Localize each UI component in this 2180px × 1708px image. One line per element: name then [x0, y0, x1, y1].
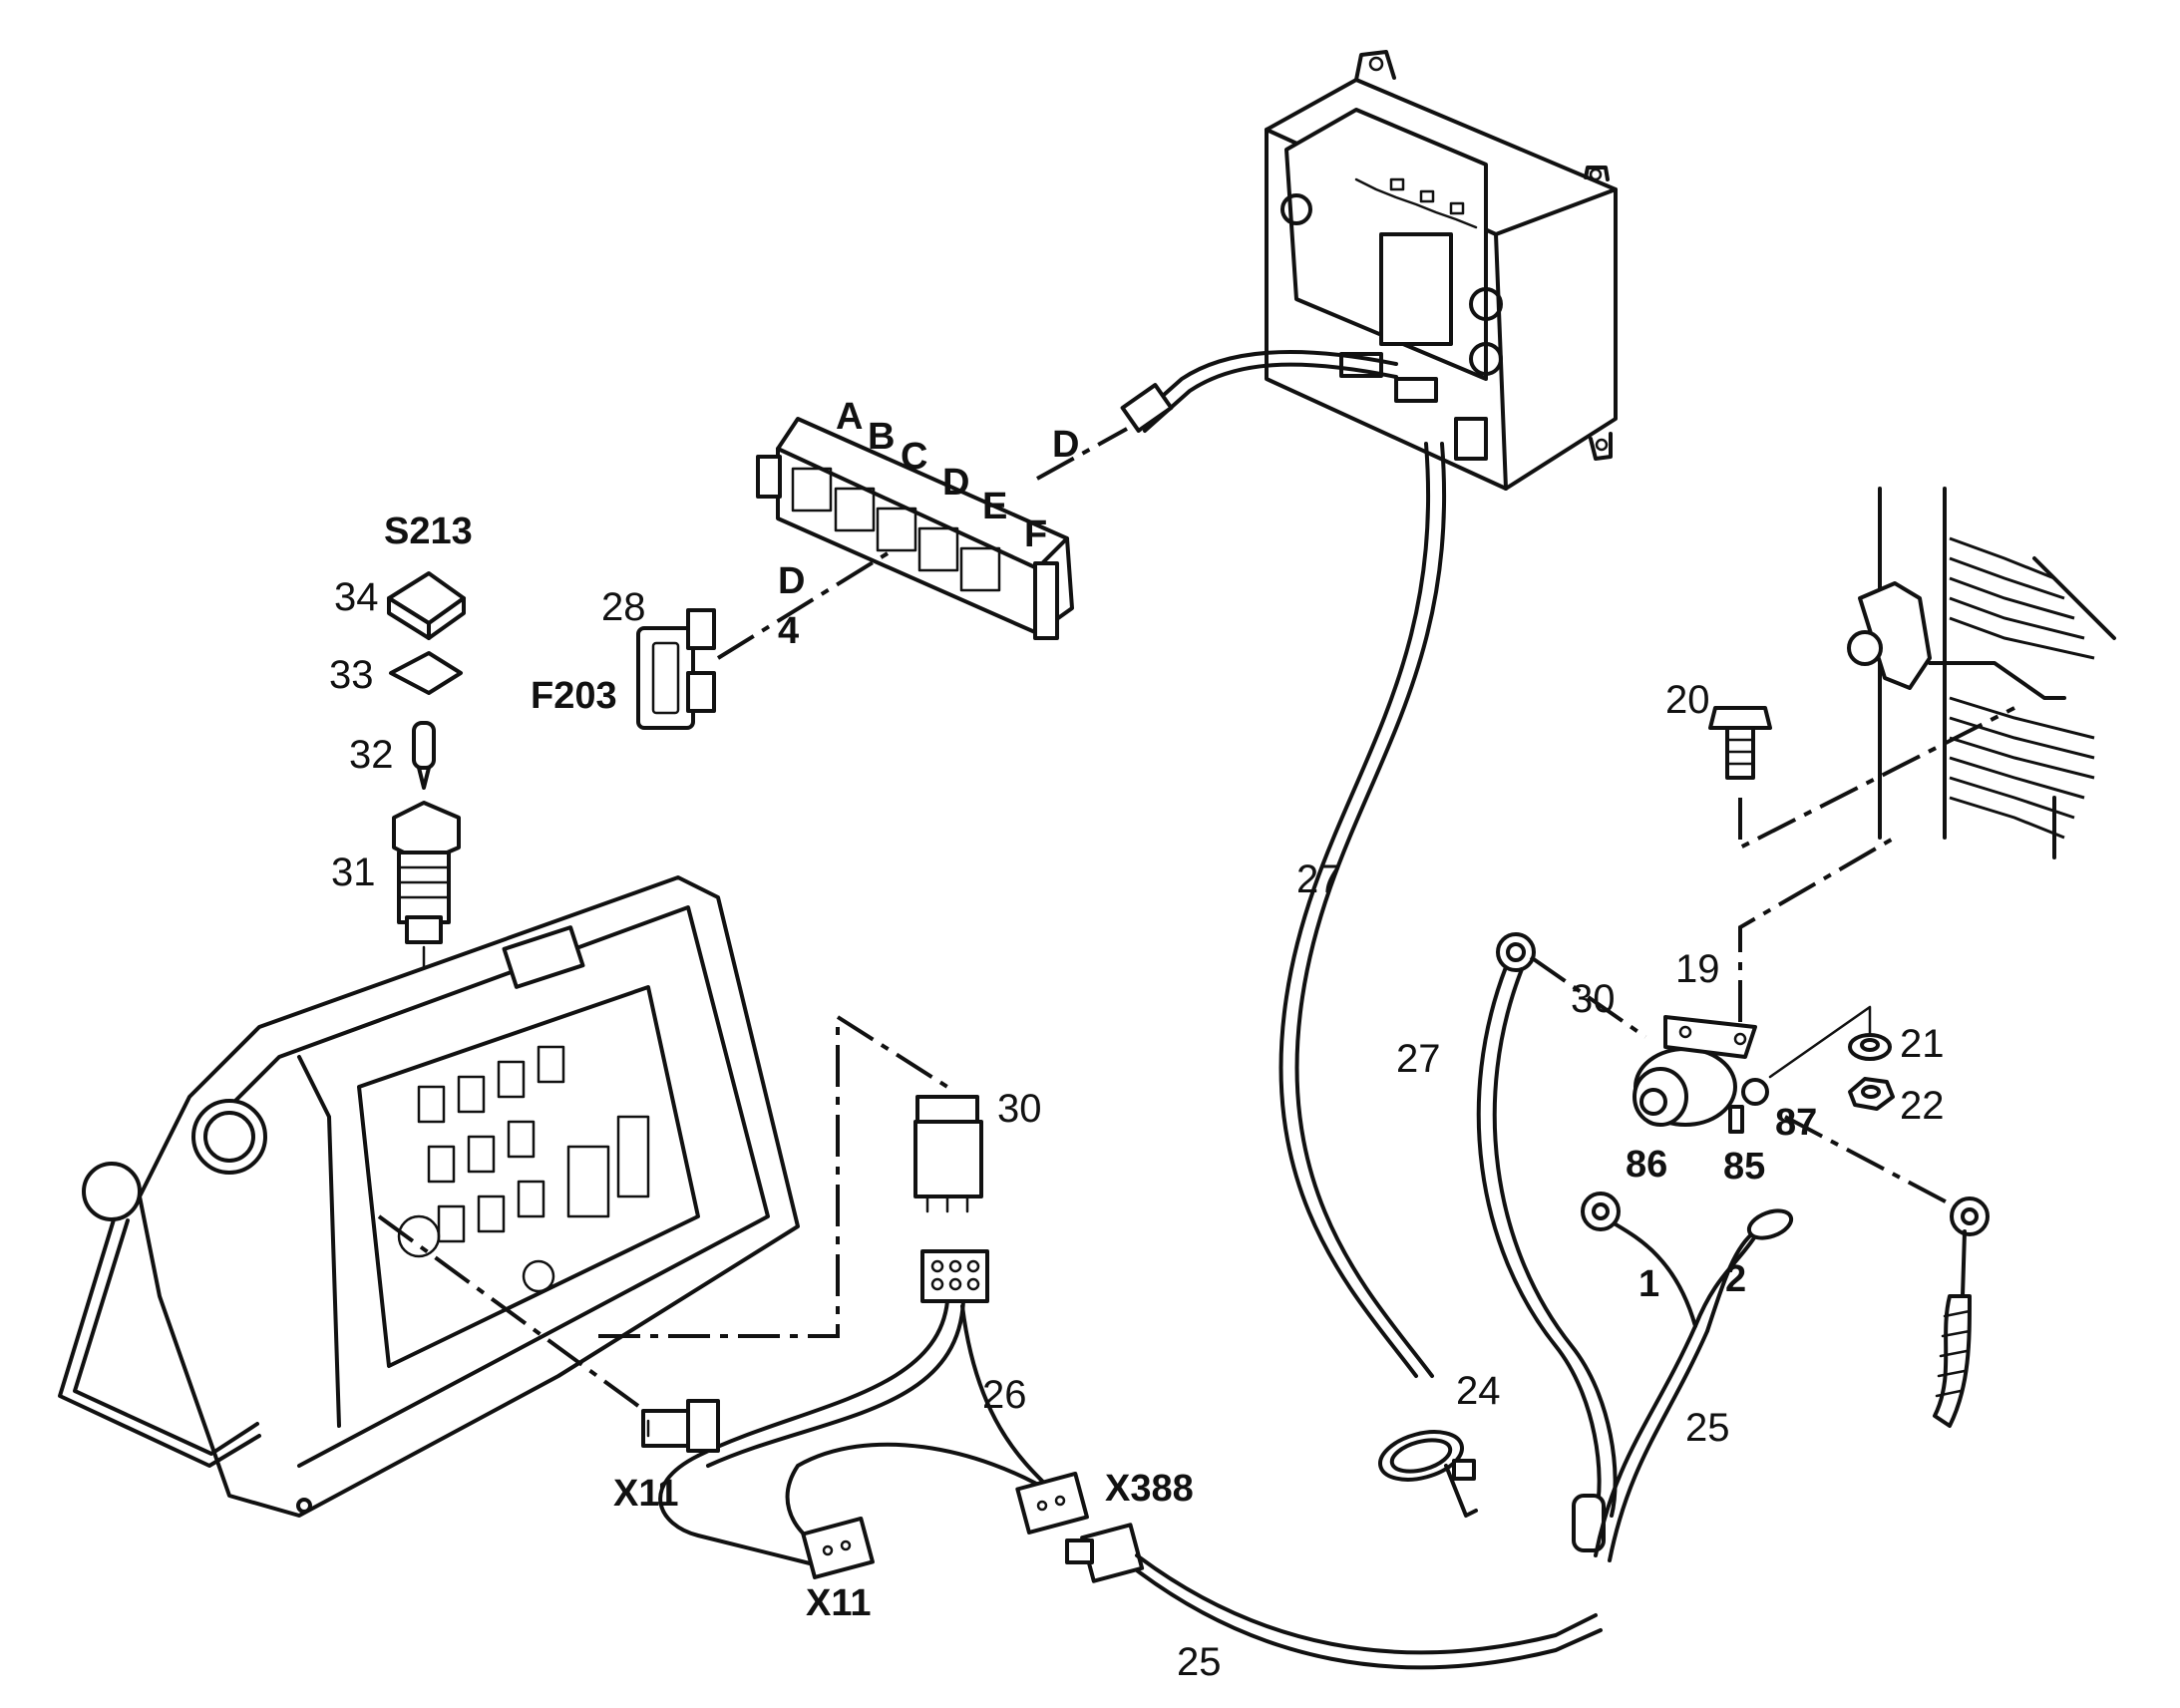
label-wire-2: 2 [1725, 1258, 1746, 1300]
label-x11-lower: X11 [806, 1582, 872, 1624]
label-30-right: 30 [1571, 977, 1616, 1021]
label-34: 34 [334, 575, 379, 619]
label-25-right: 25 [1685, 1406, 1730, 1450]
label-33: 33 [329, 653, 374, 697]
switch-body-31 [392, 801, 461, 944]
label-28: 28 [601, 585, 646, 629]
fuse-slot-letters: A B C D E F [836, 396, 1047, 555]
label-terminal-86: 86 [1626, 1144, 1667, 1186]
label-20: 20 [1665, 678, 1710, 722]
fuse-f203 [636, 608, 716, 730]
frame-hatching [1949, 536, 2095, 840]
label-x11-upper: X11 [613, 1473, 679, 1515]
slot-letter-b: B [868, 416, 895, 458]
label-31: 31 [331, 851, 376, 894]
bolt-20 [1708, 706, 1772, 780]
label-wire-1: 1 [1638, 1263, 1659, 1305]
label-24: 24 [1456, 1369, 1501, 1413]
switch-lens-33 [389, 651, 463, 695]
hose-clamp-24 [1378, 1430, 1478, 1518]
cable-27-right [1476, 932, 1618, 1552]
label-x388: X388 [1105, 1468, 1194, 1510]
washer-21 [1848, 1033, 1892, 1061]
label-30-left: 30 [997, 1087, 1042, 1131]
cable-27 [1120, 350, 1447, 1378]
label-f203: F203 [531, 675, 617, 717]
relay-30-left [913, 1095, 983, 1213]
label-21: 21 [1900, 1022, 1945, 1066]
switch-cap-34 [387, 571, 466, 640]
bulb-32 [412, 721, 436, 790]
harness-26 [658, 1249, 1059, 1567]
label-s213: S213 [384, 511, 473, 552]
connector-x11-lower [801, 1516, 875, 1579]
fuse-box: A B C D E F [756, 396, 1074, 640]
relay-terminal-labels: 86 85 87 1 2 [1626, 1102, 1817, 1305]
label-32: 32 [349, 733, 394, 777]
label-19: 19 [1675, 947, 1720, 991]
pcb-components [397, 1045, 650, 1293]
slot-letter-e: E [982, 486, 1007, 527]
ground-cable [1933, 1196, 1990, 1428]
part-number-labels: 27 27 28 34 33 32 31 30 30 26 25 25 24 1… [329, 575, 1945, 1684]
label-27-upper: 27 [1296, 857, 1341, 901]
fuse-slot-label: D [778, 560, 805, 602]
designator-labels: S213 F203 X11 X11 X388 [384, 511, 1194, 1624]
vehicle-frame [1847, 487, 2116, 859]
nut-22 [1848, 1077, 1895, 1111]
cable-25-right [1581, 1192, 1794, 1562]
label-25-lower: 25 [1177, 1640, 1222, 1684]
connector-x388 [1015, 1471, 1145, 1583]
fuse-slots [791, 467, 1001, 592]
relay-19 [1633, 1015, 1769, 1134]
slot-letter-f: F [1024, 513, 1047, 555]
slot-letter-d: D [942, 462, 969, 504]
control-box [1265, 50, 1618, 491]
label-terminal-87: 87 [1775, 1102, 1817, 1144]
label-27-lower: 27 [1396, 1037, 1441, 1081]
control-console [58, 875, 800, 1518]
cable-25-lower [1135, 1553, 1603, 1670]
label-terminal-85: 85 [1723, 1146, 1765, 1188]
connector-label-d: D [1052, 424, 1079, 466]
label-26: 26 [982, 1373, 1027, 1417]
slot-letter-c: C [901, 436, 927, 478]
slot-letter-a: A [836, 396, 863, 438]
fuse-position-label: 4 [778, 610, 799, 652]
connector-x11-upper [641, 1399, 720, 1453]
label-22: 22 [1900, 1084, 1945, 1128]
